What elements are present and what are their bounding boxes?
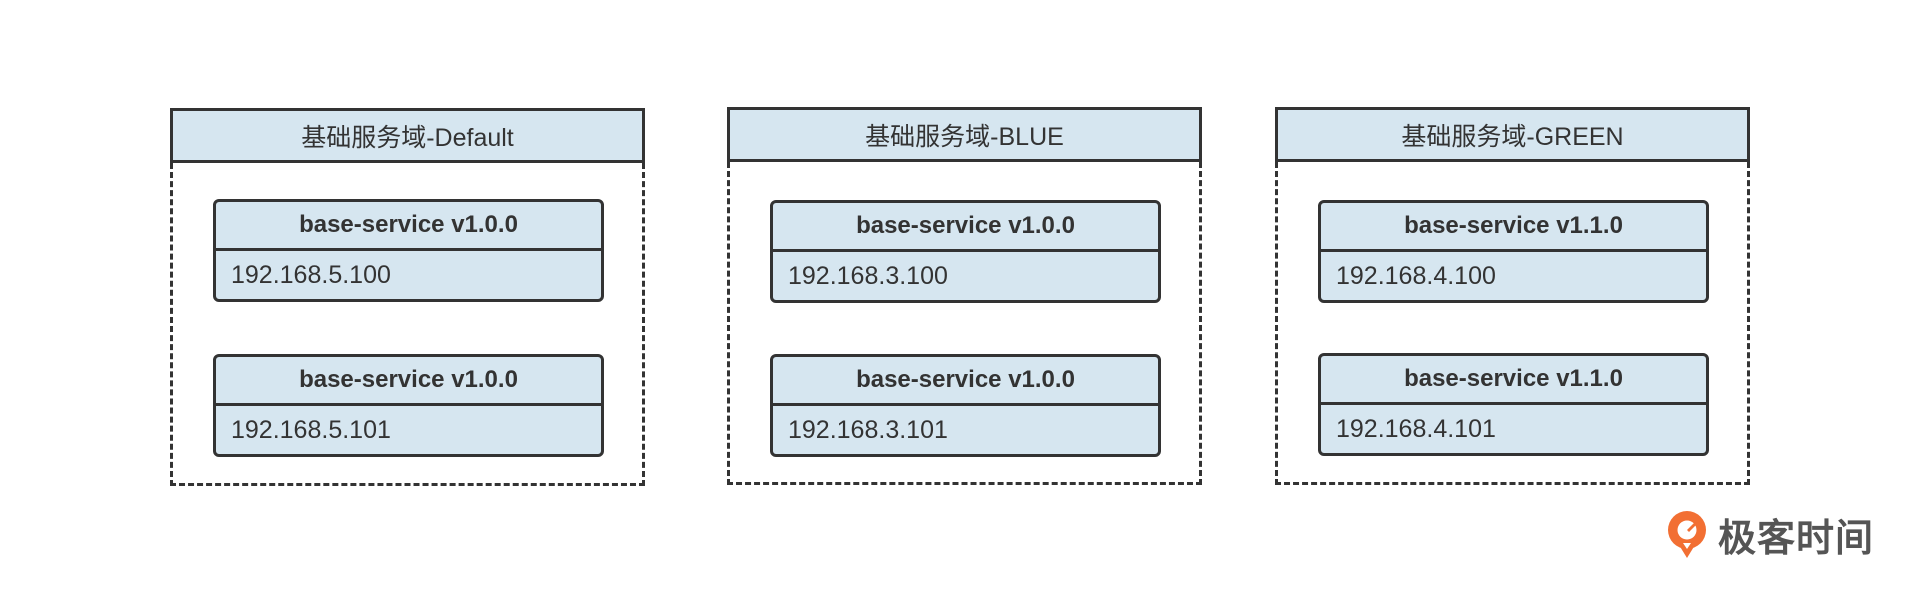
service-name: base-service v1.0.0	[216, 357, 601, 406]
service-name: base-service v1.0.0	[216, 202, 601, 251]
service-card: base-service v1.0.0 192.168.5.101	[213, 354, 604, 457]
service-card: base-service v1.1.0 192.168.4.101	[1318, 353, 1709, 456]
domain-header: 基础服务域-GREEN	[1275, 107, 1750, 162]
service-ip: 192.168.5.100	[231, 260, 391, 289]
domain-box-blue: 基础服务域-BLUE base-service v1.0.0 192.168.3…	[727, 107, 1202, 485]
service-ip: 192.168.4.101	[1336, 414, 1496, 443]
service-ip: 192.168.4.100	[1336, 261, 1496, 290]
domain-body: base-service v1.1.0 192.168.4.100 base-s…	[1275, 162, 1750, 485]
service-card: base-service v1.0.0 192.168.5.100	[213, 199, 604, 302]
domain-body: base-service v1.0.0 192.168.5.100 base-s…	[170, 163, 645, 486]
service-ip: 192.168.5.101	[231, 415, 391, 444]
service-card: base-service v1.0.0 192.168.3.100	[770, 200, 1161, 303]
domain-body: base-service v1.0.0 192.168.3.100 base-s…	[727, 162, 1202, 485]
domain-header: 基础服务域-Default	[170, 108, 645, 163]
geektime-logo-icon	[1668, 511, 1706, 558]
domain-header: 基础服务域-BLUE	[727, 107, 1202, 162]
service-name: base-service v1.1.0	[1321, 203, 1706, 252]
service-card: base-service v1.1.0 192.168.4.100	[1318, 200, 1709, 303]
domain-box-green: 基础服务域-GREEN base-service v1.1.0 192.168.…	[1275, 107, 1750, 485]
geektime-logo: 极客时间	[1666, 508, 1874, 560]
geektime-logo-text: 极客时间	[1718, 517, 1875, 560]
service-ip: 192.168.3.100	[788, 261, 948, 290]
service-name: base-service v1.0.0	[773, 203, 1158, 252]
service-name: base-service v1.1.0	[1321, 356, 1706, 405]
service-name: base-service v1.0.0	[773, 357, 1158, 406]
service-card: base-service v1.0.0 192.168.3.101	[770, 354, 1161, 457]
domain-box-default: 基础服务域-Default base-service v1.0.0 192.16…	[170, 108, 645, 486]
service-ip: 192.168.3.101	[788, 415, 948, 444]
